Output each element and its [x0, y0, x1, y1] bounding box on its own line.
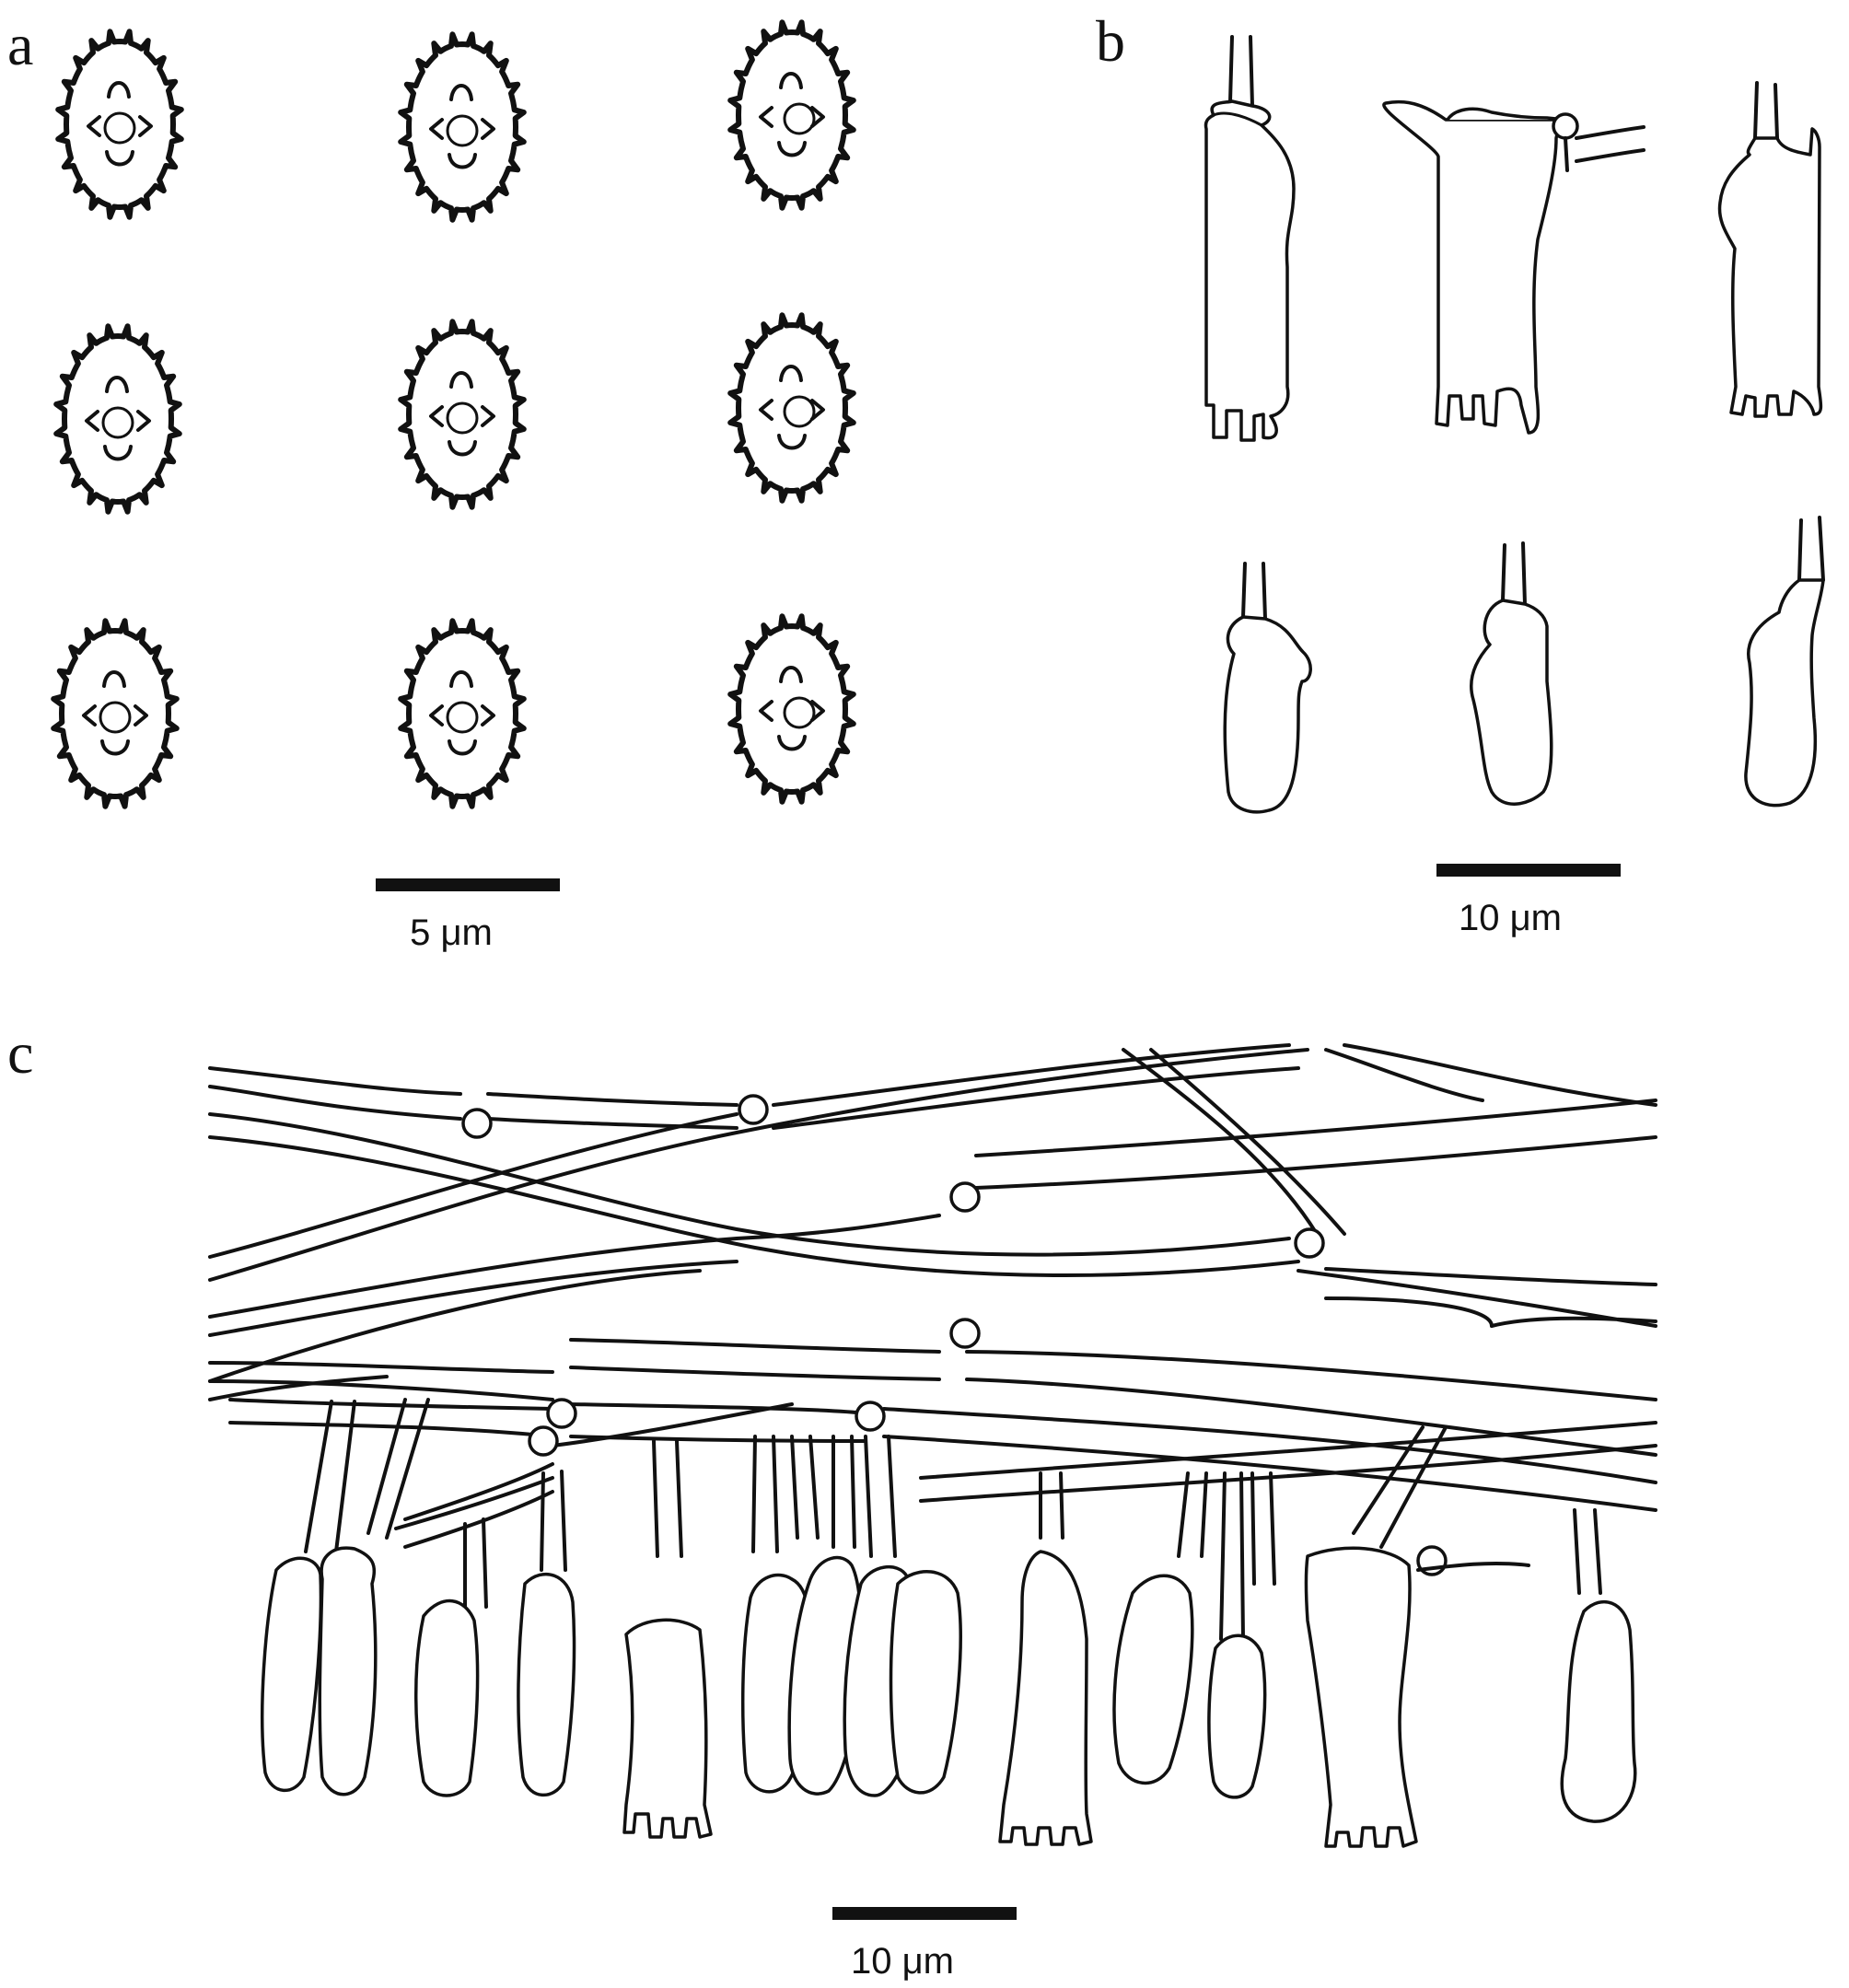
basidium-top-2 — [1382, 99, 1645, 435]
spore-ornament — [85, 410, 99, 432]
spore-ornament — [136, 410, 151, 432]
spore-ornament — [810, 106, 825, 128]
panel-b-scale-label: 10 μm — [1459, 898, 1562, 938]
spore-ornament — [448, 440, 477, 457]
spore-outline — [727, 19, 856, 211]
spore — [53, 323, 182, 515]
spore-outline — [398, 618, 527, 809]
spore-ornament — [429, 704, 444, 727]
spore-outline — [53, 323, 182, 515]
spore-ornament — [779, 72, 803, 89]
panel-a: a 5 μm — [7, 12, 856, 953]
spore-ornament — [429, 405, 444, 427]
basidium-top-3 — [1717, 81, 1823, 418]
spore-ornament — [103, 445, 133, 461]
spore-droplet — [99, 701, 132, 734]
spore-ornament — [810, 700, 825, 722]
spore-droplet — [101, 406, 134, 439]
basidiole-bottom-3 — [1744, 516, 1825, 808]
panel-b: b 10 μm — [1096, 8, 1825, 938]
spore-ornament — [448, 739, 477, 756]
spore-ornament — [481, 405, 495, 427]
spore-ornament — [107, 81, 131, 99]
hyphae-network — [208, 1043, 1657, 1576]
panel-b-letter: b — [1096, 8, 1125, 74]
panel-c-letter: c — [7, 1020, 33, 1086]
spore-ornament — [777, 434, 807, 450]
spore-ornament — [759, 106, 773, 128]
spore-ornament — [138, 115, 153, 137]
spore-ornament — [449, 371, 473, 389]
spore-ornament — [449, 84, 473, 101]
spore-ornament — [448, 153, 477, 169]
spore — [398, 319, 527, 510]
panel-c-scale-bar — [832, 1907, 1017, 1920]
hymenium — [261, 1398, 1637, 1848]
spore-grid — [51, 19, 856, 809]
basidiole-bottom-1 — [1223, 562, 1312, 814]
spore-ornament — [481, 118, 495, 140]
spore-ornament — [134, 704, 148, 727]
spore-ornament — [100, 739, 130, 756]
spore-droplet — [783, 696, 816, 729]
spore-ornament — [82, 704, 97, 727]
spore-ornament — [449, 670, 473, 688]
spore-outline — [727, 613, 856, 805]
basidium-top-1 — [1204, 35, 1296, 442]
spore-ornament — [429, 118, 444, 140]
spore-outline — [55, 29, 184, 220]
spore-outline — [398, 319, 527, 510]
basidiole-bottom-2 — [1470, 541, 1553, 806]
spore-ornament — [759, 700, 773, 722]
spore-ornament — [105, 376, 129, 393]
spore-ornament — [102, 670, 126, 688]
panel-a-letter: a — [7, 12, 33, 77]
spore-ornament — [87, 115, 101, 137]
spore-ornament — [105, 150, 134, 167]
spore-outline — [727, 312, 856, 504]
spore-droplet — [446, 701, 479, 734]
spore-outline — [51, 618, 180, 809]
spore-droplet — [783, 395, 816, 428]
spore — [51, 618, 180, 809]
spore — [398, 618, 527, 809]
spore-ornament — [810, 399, 825, 421]
spore — [727, 19, 856, 211]
spore — [727, 613, 856, 805]
spore-droplet — [783, 102, 816, 135]
spore — [398, 31, 527, 223]
spore-ornament — [779, 666, 803, 683]
spore-ornament — [759, 399, 773, 421]
spore-droplet — [446, 114, 479, 147]
spore-ornament — [779, 365, 803, 382]
panel-a-scale-label: 5 μm — [410, 913, 493, 953]
spore — [55, 29, 184, 220]
panel-c: c — [7, 1020, 1657, 1982]
spore-ornament — [481, 704, 495, 727]
spore-droplet — [446, 401, 479, 435]
panel-c-scale-label: 10 μm — [851, 1941, 954, 1982]
spore-ornament — [777, 141, 807, 157]
spore — [727, 312, 856, 504]
spore-outline — [398, 31, 527, 223]
spore-ornament — [777, 735, 807, 751]
panel-a-scale-bar — [376, 878, 560, 891]
panel-b-scale-bar — [1436, 864, 1621, 877]
spore-droplet — [103, 111, 136, 145]
